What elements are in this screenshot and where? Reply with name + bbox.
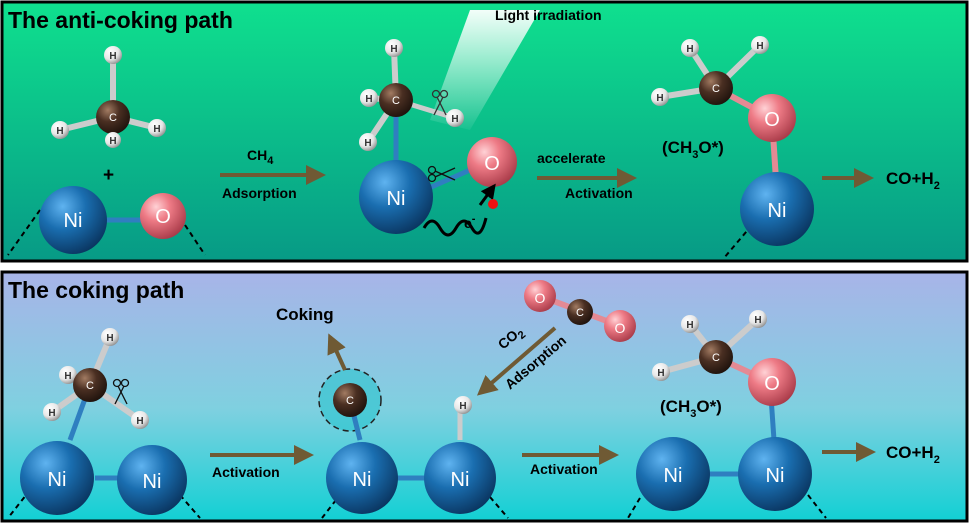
- scissors-icon: [112, 378, 130, 405]
- svg-text:H: H: [451, 114, 458, 125]
- methane-molecule-2: H H H C H: [43, 328, 149, 441]
- activation-label-bottom-1: Activation: [212, 464, 280, 480]
- svg-text:Ni: Ni: [387, 188, 406, 210]
- svg-text:H: H: [754, 315, 761, 326]
- svg-text:Ni: Ni: [143, 471, 162, 493]
- svg-text:H: H: [364, 138, 371, 149]
- svg-text:C: C: [576, 307, 584, 319]
- nio-site-1: Ni O: [7, 186, 206, 256]
- svg-text:C: C: [712, 83, 720, 95]
- product-label-top: CO+H2: [886, 169, 940, 192]
- svg-text:H: H: [459, 401, 466, 412]
- svg-text:H: H: [756, 41, 763, 52]
- methoxy-intermediate-top: H H H C O: [651, 36, 796, 181]
- co2-adsorption-arrow: [476, 326, 557, 396]
- svg-text:C: C: [712, 352, 720, 364]
- svg-text:C: C: [392, 95, 400, 107]
- scissors-icon: [427, 165, 456, 183]
- ch4-label: CH4: [247, 147, 274, 167]
- svg-text:Ni: Ni: [353, 469, 372, 491]
- svg-text:O: O: [484, 153, 500, 175]
- coking-arrow: [327, 333, 347, 371]
- svg-text:H: H: [56, 126, 63, 137]
- svg-text:Ni: Ni: [48, 469, 67, 491]
- svg-text:Ni: Ni: [451, 469, 470, 491]
- svg-text:Ni: Ni: [768, 200, 787, 222]
- ni-ni-site-2: Ni Ni H: [321, 396, 509, 519]
- plus-sign: +: [103, 165, 114, 186]
- ni-ni-site-1: Ni Ni: [7, 441, 201, 519]
- methoxy-intermediate-bottom: H H H C O: [652, 310, 796, 441]
- svg-text:H: H: [109, 51, 116, 62]
- svg-text:H: H: [390, 44, 397, 55]
- svg-text:C: C: [109, 112, 117, 124]
- svg-text:Ni: Ni: [766, 465, 785, 487]
- svg-text:O: O: [615, 320, 626, 336]
- svg-text:H: H: [365, 94, 372, 105]
- light-irradiation-label: Light irradiation: [495, 7, 602, 23]
- activation-label-bottom-2: Activation: [530, 461, 598, 477]
- ni-ni-site-3: Ni Ni: [627, 437, 827, 519]
- carbon-deposit: C: [318, 368, 382, 441]
- svg-text:H: H: [48, 408, 55, 419]
- ch3o-label-bottom: (CH3O*): [660, 397, 722, 420]
- top-panel-title: The anti-coking path: [8, 7, 233, 33]
- bottom-panel-title: The coking path: [8, 277, 184, 303]
- svg-text:H: H: [686, 44, 693, 55]
- svg-text:O: O: [155, 206, 171, 228]
- product-label-bottom: CO+H2: [886, 443, 940, 466]
- adsorbed-methane: H H H C H: [359, 39, 464, 165]
- accelerate-label: accelerate: [537, 150, 606, 166]
- ni-site-3: Ni: [723, 172, 814, 259]
- svg-text:H: H: [686, 320, 693, 331]
- svg-text:Ni: Ni: [64, 210, 83, 232]
- light-beam-icon: [430, 10, 540, 130]
- svg-text:C: C: [86, 380, 94, 392]
- svg-text:H: H: [153, 124, 160, 135]
- coking-panel: The coking path H H H C H Ni Ni: [0, 270, 969, 523]
- co2-molecule: O C O: [524, 280, 636, 342]
- electron-label: e-: [464, 213, 476, 231]
- svg-text:Ni: Ni: [664, 465, 683, 487]
- svg-text:H: H: [64, 371, 71, 382]
- methane-molecule-1: H H H C H: [51, 46, 166, 148]
- svg-text:O: O: [535, 290, 546, 306]
- coking-label: Coking: [276, 305, 334, 324]
- svg-text:O: O: [764, 373, 780, 395]
- svg-text:H: H: [109, 136, 116, 147]
- svg-text:H: H: [136, 416, 143, 427]
- svg-text:H: H: [106, 333, 113, 344]
- ch3o-label-top: (CH3O*): [662, 138, 724, 161]
- svg-text:H: H: [656, 93, 663, 104]
- anti-coking-panel: The anti-coking path Light irradiation H…: [0, 0, 969, 263]
- activation-label-top: Activation: [565, 185, 633, 201]
- svg-text:H: H: [657, 368, 664, 379]
- adsorption-label-top: Adsorption: [222, 185, 297, 201]
- svg-text:C: C: [346, 395, 354, 407]
- scissors-icon: [431, 89, 449, 116]
- nio-site-2: Ni O: [359, 137, 517, 234]
- electron-wave-icon: e-: [422, 183, 498, 237]
- svg-text:O: O: [764, 109, 780, 131]
